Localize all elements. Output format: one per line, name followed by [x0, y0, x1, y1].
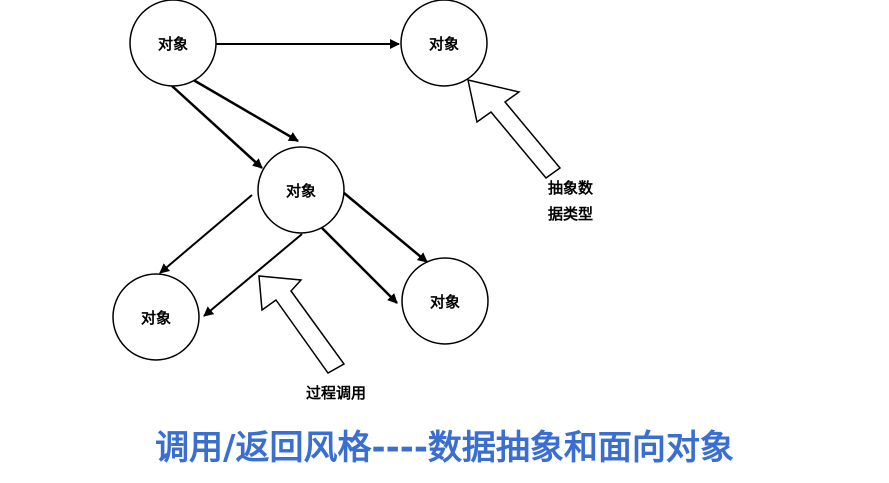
arrow-middle-to-bottom-right-2	[321, 227, 398, 304]
object-node-top-left: 对象	[129, 0, 217, 87]
hollow-arrow-procedure-call-icon	[258, 275, 346, 374]
arrow-middle-to-bottom-left-2	[203, 233, 303, 317]
object-node-label: 对象	[429, 35, 459, 53]
call-return-diagram: 对象 对象 对象 对象 对象 抽象数 据类型 过程调用	[112, 0, 594, 402]
object-node-top-right: 对象	[400, 0, 488, 87]
object-node-label: 对象	[141, 309, 171, 327]
object-node-label: 对象	[286, 182, 316, 200]
procedure-call-label: 过程调用	[306, 384, 366, 402]
object-node-middle: 对象	[257, 146, 345, 234]
object-node-bottom-left: 对象	[112, 273, 200, 361]
adt-label-line1: 抽象数	[548, 179, 594, 197]
arrow-middle-to-bottom-left-1	[159, 194, 253, 274]
object-node-label: 对象	[158, 35, 188, 53]
arrow-top-left-to-middle-1	[189, 76, 299, 143]
adt-label-line2: 据类型	[548, 205, 593, 223]
object-node-bottom-right: 对象	[401, 257, 489, 345]
object-node-label: 对象	[430, 293, 460, 311]
arrow-middle-to-bottom-right-1	[343, 192, 428, 263]
slide-caption: 调用/返回风格----数据抽象和面向对象	[155, 428, 734, 468]
arrow-top-left-to-middle-2	[171, 85, 263, 169]
hollow-arrow-adt-icon	[467, 78, 562, 180]
